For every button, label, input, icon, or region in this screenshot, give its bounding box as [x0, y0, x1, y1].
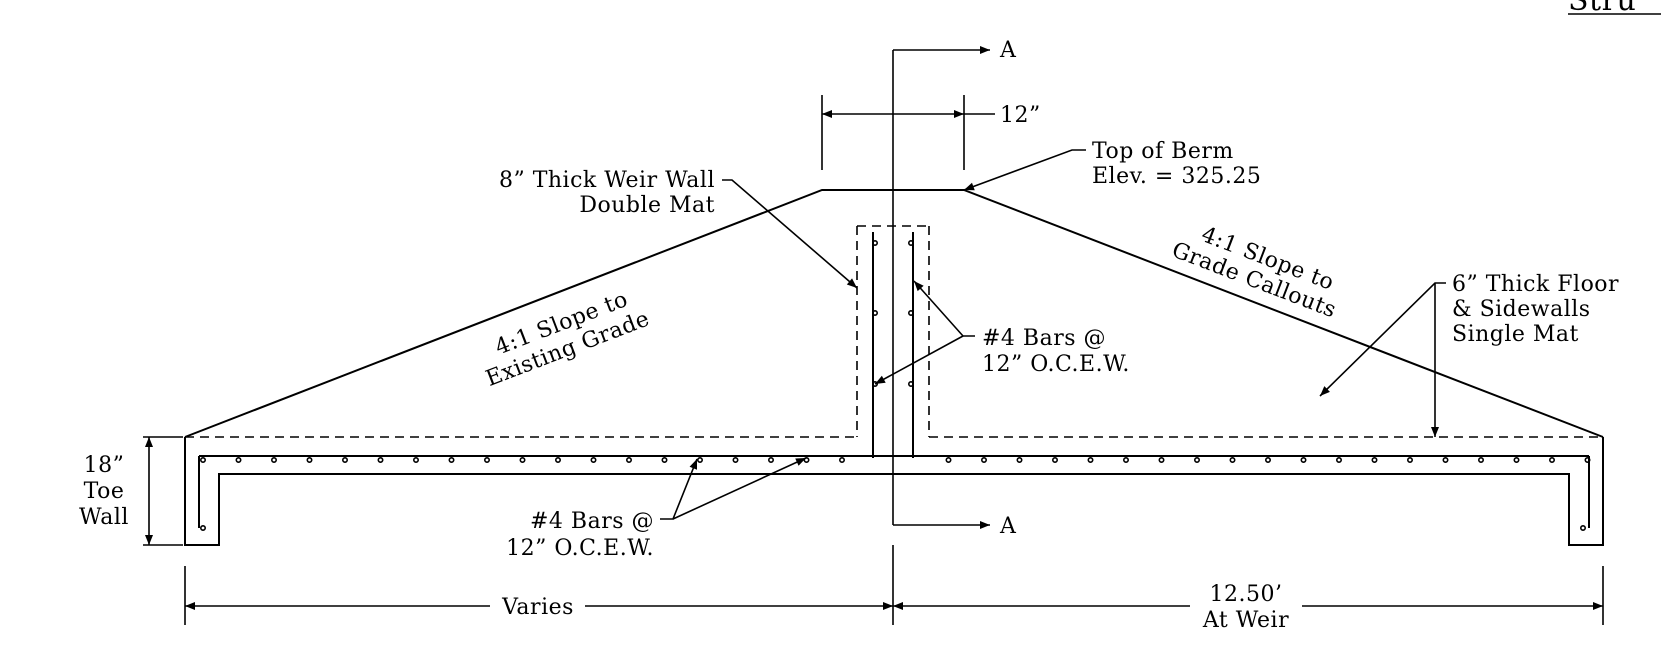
drawing-title-fragment: Stru: [1568, 0, 1636, 18]
floor-rebar-dot: [625, 456, 632, 463]
floor-rebar-dot: [732, 456, 739, 463]
wall-bars-label-line2: 12” O.C.E.W.: [982, 352, 1130, 377]
floor-rebar-dot: [1407, 456, 1414, 463]
berm-elev-leader: [963, 149, 1086, 191]
section-a-bottom-label: A: [999, 514, 1017, 539]
floor-rebar-dot: [235, 456, 242, 463]
dim-12in-label: 12”: [1000, 103, 1041, 128]
floor-rebar-dot: [519, 456, 526, 463]
wall-bars-label-line1: #4 Bars @: [982, 326, 1106, 351]
floor-rebar-dot: [696, 456, 703, 463]
floor-rebar-dot: [1513, 456, 1520, 463]
toe-rebar-dot: [1580, 524, 1587, 531]
floor-bars-label-line2: 12” O.C.E.W.: [506, 536, 654, 561]
bottom-dimensions: [184, 545, 1604, 625]
berm-outline: [184, 189, 1604, 438]
left-slope-callout: 4:1 Slope to Existing Grade: [483, 287, 654, 392]
wall-bars-leaders: [874, 280, 975, 385]
floor-rebar-dot: [1052, 456, 1059, 463]
floor-rebar-dot: [341, 456, 348, 463]
floor-rebar-dot: [1300, 456, 1307, 463]
floor-slab: [184, 437, 1604, 546]
floor-label-line2: & Sidewalls: [1452, 297, 1591, 322]
dim-right-label-line1: 12.50’: [1210, 582, 1283, 607]
floor-rebar-dot: [1229, 456, 1236, 463]
floor-rebar-dot: [1371, 456, 1378, 463]
toe-rebar-dot: [200, 524, 207, 531]
floor-rebar-dot: [1087, 456, 1094, 463]
floor-rebar-dot: [483, 456, 490, 463]
floor-rebar-dots: [200, 456, 1591, 531]
floor-rebar-dot: [838, 456, 845, 463]
toe-label-line2: Toe: [84, 479, 125, 504]
dim-left-label: Varies: [501, 595, 574, 620]
floor-rebar-dot: [980, 456, 987, 463]
floor-leaders: [1319, 282, 1446, 437]
floor-rebar-dot: [412, 456, 419, 463]
floor-bars-label-line1: #4 Bars @: [530, 509, 654, 534]
floor-label-line3: Single Mat: [1452, 322, 1579, 347]
weir-wall-label-line2: Double Mat: [579, 193, 715, 218]
floor-rebar-dot: [1336, 456, 1343, 463]
floor-rebar-dot: [270, 456, 277, 463]
floor-rebar-dot: [1265, 456, 1272, 463]
floor-rebar-dot: [554, 456, 561, 463]
floor-rebar-dot: [945, 456, 952, 463]
section-cut-line: [892, 46, 990, 529]
floor-rebar-dot: [306, 456, 313, 463]
floor-rebar-dot: [200, 456, 207, 463]
floor-bars-leaders: [660, 457, 807, 520]
floor-rebar-dot: [590, 456, 597, 463]
floor-rebar-dot: [1478, 456, 1485, 463]
berm-label-line2: Elev. = 325.25: [1092, 164, 1261, 189]
weir-wall-outline: [185, 225, 1603, 438]
floor-rebar-dot: [1584, 456, 1591, 463]
dim-right-label-line2: At Weir: [1202, 608, 1289, 633]
floor-rebar-dot: [661, 456, 668, 463]
floor-rebar-dot: [448, 456, 455, 463]
toe-label-line3: Wall: [79, 505, 129, 530]
top-width-dimension: [821, 95, 995, 170]
floor-label-line1: 6” Thick Floor: [1452, 272, 1619, 297]
right-slope-callout: 4:1 Slope to Grade Callouts: [1168, 222, 1339, 323]
toe-wall-dimension: [143, 436, 183, 546]
weir-wall-leader: [722, 179, 858, 289]
floor-rebar-dot: [1016, 456, 1023, 463]
floor-rebar-dot: [377, 456, 384, 463]
toe-label-line1: 18”: [84, 453, 125, 478]
floor-rebar-dot: [1549, 456, 1556, 463]
floor-rebar-dot: [767, 456, 774, 463]
section-a-top-label: A: [999, 38, 1017, 63]
berm-label-line1: Top of Berm: [1092, 139, 1234, 164]
floor-rebar-dot: [1158, 456, 1165, 463]
weir-wall-label-line1: 8” Thick Weir Wall: [499, 168, 715, 193]
floor-rebar-dot: [1123, 456, 1130, 463]
weir-wall-rebar: [871, 232, 914, 458]
floor-rebar-dot: [1442, 456, 1449, 463]
floor-rebar-dot: [1194, 456, 1201, 463]
